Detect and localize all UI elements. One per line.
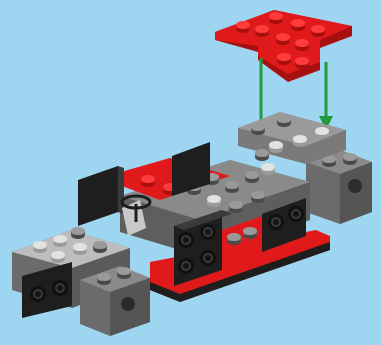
right-dark-brick — [306, 150, 372, 224]
front-dark-brick — [80, 266, 150, 336]
red-l-plate — [215, 10, 352, 82]
